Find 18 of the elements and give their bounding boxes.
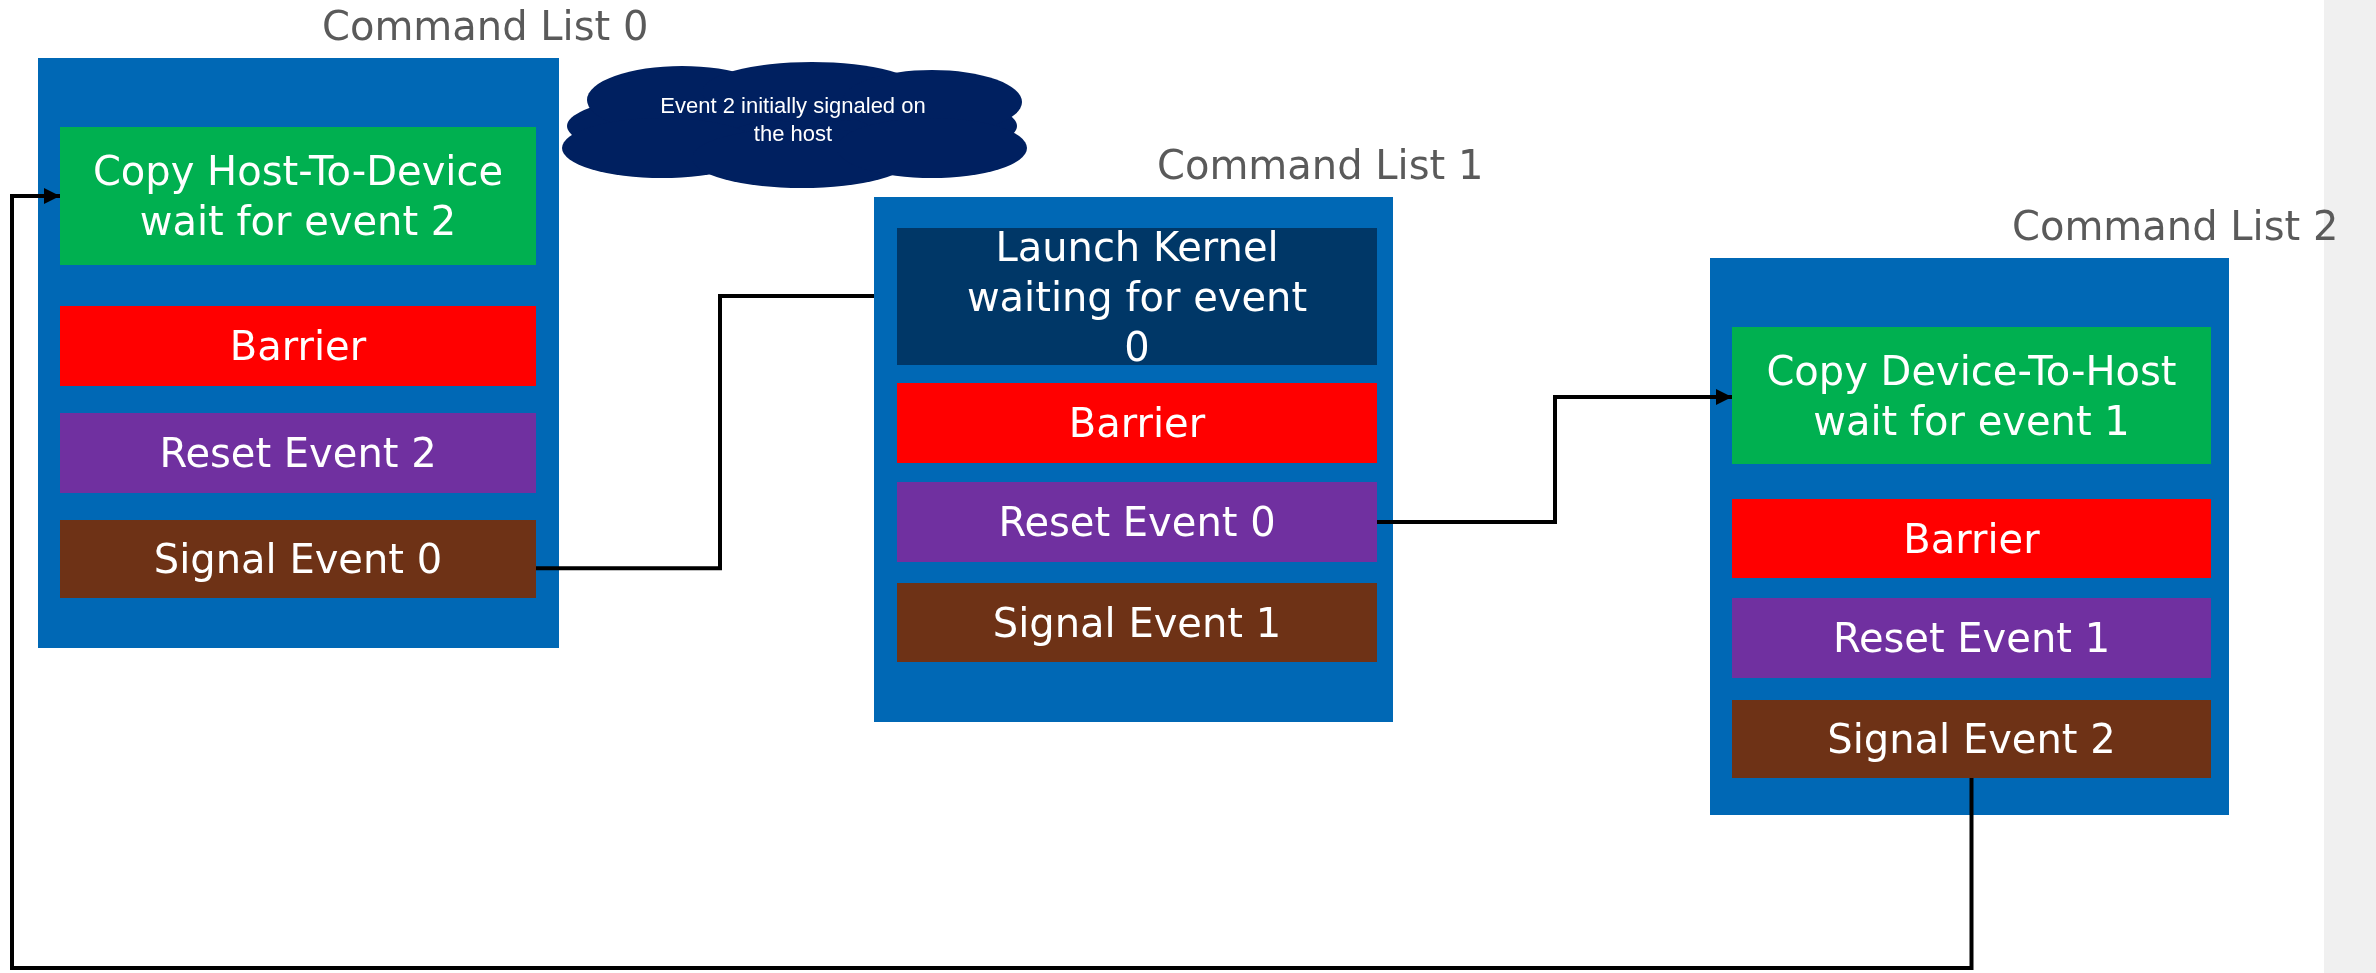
connector-arrow	[10, 188, 1974, 970]
signal-event-box: Signal Event 0	[60, 520, 536, 598]
kernel-launch-box: Launch Kernel waiting for event 0	[897, 228, 1377, 365]
note-text: Event 2 initially signaled on the host	[659, 92, 927, 148]
connector-arrow	[1377, 389, 1732, 524]
copy-command-box: Copy Device-To-Host wait for event 1	[1732, 327, 2211, 464]
signal-event-box: Signal Event 2	[1732, 700, 2211, 778]
copy-command-box: Copy Host-To-Device wait for event 2	[60, 127, 536, 265]
reset-event-box: Reset Event 0	[897, 482, 1377, 562]
barrier-box: Barrier	[897, 383, 1377, 463]
command-list-title: Command List 1	[1157, 141, 1484, 189]
command-list-title: Command List 0	[322, 2, 649, 50]
reset-event-box: Reset Event 2	[60, 413, 536, 493]
reset-event-box: Reset Event 1	[1732, 598, 2211, 678]
command-list-title: Command List 2	[2012, 202, 2339, 250]
barrier-box: Barrier	[60, 306, 536, 386]
barrier-box: Barrier	[1732, 499, 2211, 578]
signal-event-box: Signal Event 1	[897, 583, 1377, 662]
